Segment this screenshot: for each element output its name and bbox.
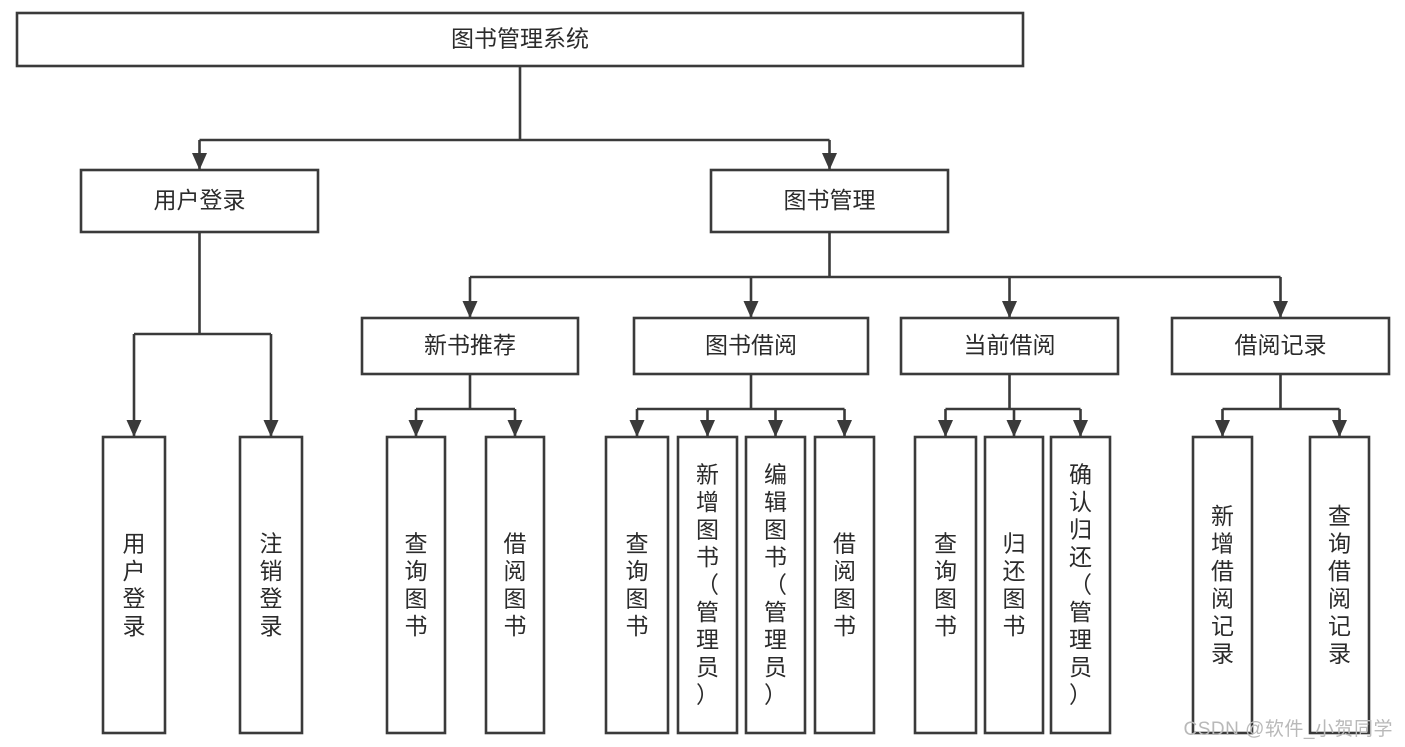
node-box-leaf-borrow-do <box>813 435 876 735</box>
arrow-head-icon-login <box>192 153 207 170</box>
node-label-leaf-user-login: 用户登录 <box>123 530 146 639</box>
node-leaf-user-logout[interactable]: 注销登录 <box>238 435 304 735</box>
connector-layer <box>126 66 1347 437</box>
node-label-leaf-cur-return: 归还图书 <box>1003 530 1026 639</box>
node-box-newbook <box>360 316 580 376</box>
arrow-head-icon-borrow <box>743 301 759 318</box>
node-label-leaf-borrow-add: 新增图书（管理员） <box>696 462 719 708</box>
node-label-leaf-borrow-edit: 编辑图书（管理员） <box>764 462 787 708</box>
node-label-borrow: 图书借阅 <box>705 332 797 358</box>
node-label-leaf-new-borrow: 借阅图书 <box>504 530 527 639</box>
node-label-leaf-rec-query: 查询借阅记录 <box>1328 503 1351 667</box>
node-root[interactable]: 图书管理系统 <box>15 11 1025 68</box>
arrow-head-icon-records <box>1273 301 1288 318</box>
node-newbook[interactable]: 新书推荐 <box>360 316 580 376</box>
arrow-head-icon-leaf-rec-query <box>1332 420 1347 437</box>
arrow-head-icon-leaf-borrow-edit <box>768 420 783 437</box>
arrow-head-icon-leaf-cur-confirm <box>1073 420 1088 437</box>
node-box-leaf-cur-confirm <box>1049 435 1112 735</box>
node-label-leaf-borrow-query: 查询图书 <box>626 530 649 639</box>
node-box-root <box>15 11 1025 68</box>
node-label-login: 用户登录 <box>154 187 246 213</box>
node-box-leaf-borrow-add <box>676 435 739 735</box>
node-box-leaf-user-logout <box>238 435 304 735</box>
node-box-borrow <box>632 316 870 376</box>
node-box-leaf-rec-query <box>1308 435 1371 735</box>
node-label-newbook: 新书推荐 <box>424 332 516 358</box>
node-label-leaf-user-logout: 注销登录 <box>260 530 283 639</box>
arrow-head-icon-leaf-user-login <box>126 420 142 437</box>
node-leaf-cur-confirm[interactable]: 确认归还（管理员） <box>1049 435 1112 735</box>
node-leaf-new-query[interactable]: 查询图书 <box>385 435 447 735</box>
node-leaf-cur-query[interactable]: 查询图书 <box>913 435 978 735</box>
node-login[interactable]: 用户登录 <box>79 168 320 234</box>
node-label-bookmgmt: 图书管理 <box>784 187 876 213</box>
node-layer: 图书管理系统用户登录图书管理新书推荐图书借阅当前借阅借阅记录用户登录注销登录查询… <box>15 11 1391 735</box>
node-box-records <box>1170 316 1391 376</box>
arrow-head-icon-leaf-new-borrow <box>507 420 523 437</box>
node-leaf-borrow-add[interactable]: 新增图书（管理员） <box>676 435 739 735</box>
node-box-leaf-user-login <box>101 435 167 735</box>
node-box-current <box>899 316 1120 376</box>
node-leaf-new-borrow[interactable]: 借阅图书 <box>484 435 546 735</box>
node-leaf-rec-query[interactable]: 查询借阅记录 <box>1308 435 1371 735</box>
node-box-leaf-borrow-query <box>604 435 670 735</box>
arrow-head-icon-bookmgmt <box>822 153 837 170</box>
node-box-bookmgmt <box>709 168 950 234</box>
arrow-head-icon-leaf-borrow-add <box>700 420 715 437</box>
node-leaf-borrow-query[interactable]: 查询图书 <box>604 435 670 735</box>
arrow-head-icon-leaf-new-query <box>408 420 424 437</box>
node-label-leaf-cur-query: 查询图书 <box>934 530 957 639</box>
arrow-head-icon-newbook <box>462 301 478 318</box>
node-label-root: 图书管理系统 <box>451 26 589 52</box>
node-label-leaf-new-query: 查询图书 <box>405 530 428 639</box>
node-leaf-user-login[interactable]: 用户登录 <box>101 435 167 735</box>
node-bookmgmt[interactable]: 图书管理 <box>709 168 950 234</box>
arrow-head-icon-leaf-cur-return <box>1006 420 1022 437</box>
arrow-head-icon-leaf-rec-add <box>1215 420 1230 437</box>
node-label-leaf-rec-add: 新增借阅记录 <box>1211 503 1234 667</box>
node-box-leaf-new-borrow <box>484 435 546 735</box>
node-box-leaf-cur-query <box>913 435 978 735</box>
node-leaf-borrow-do[interactable]: 借阅图书 <box>813 435 876 735</box>
node-box-leaf-cur-return <box>983 435 1045 735</box>
node-label-current: 当前借阅 <box>964 332 1056 358</box>
arrow-head-icon-leaf-cur-query <box>938 420 953 437</box>
arrow-head-icon-leaf-user-logout <box>263 420 279 437</box>
node-box-leaf-rec-add <box>1191 435 1254 735</box>
node-box-leaf-borrow-edit <box>744 435 807 735</box>
node-label-leaf-cur-confirm: 确认归还（管理员） <box>1069 462 1092 708</box>
node-borrow[interactable]: 图书借阅 <box>632 316 870 376</box>
arrow-head-icon-current <box>1002 301 1017 318</box>
node-label-records: 借阅记录 <box>1235 332 1327 358</box>
arrow-head-icon-leaf-borrow-query <box>629 420 645 437</box>
node-label-leaf-borrow-do: 借阅图书 <box>833 530 856 639</box>
node-leaf-rec-add[interactable]: 新增借阅记录 <box>1191 435 1254 735</box>
node-records[interactable]: 借阅记录 <box>1170 316 1391 376</box>
arrow-head-icon-leaf-borrow-do <box>837 420 852 437</box>
node-box-login <box>79 168 320 234</box>
node-leaf-borrow-edit[interactable]: 编辑图书（管理员） <box>744 435 807 735</box>
node-leaf-cur-return[interactable]: 归还图书 <box>983 435 1045 735</box>
node-box-leaf-new-query <box>385 435 447 735</box>
node-current[interactable]: 当前借阅 <box>899 316 1120 376</box>
